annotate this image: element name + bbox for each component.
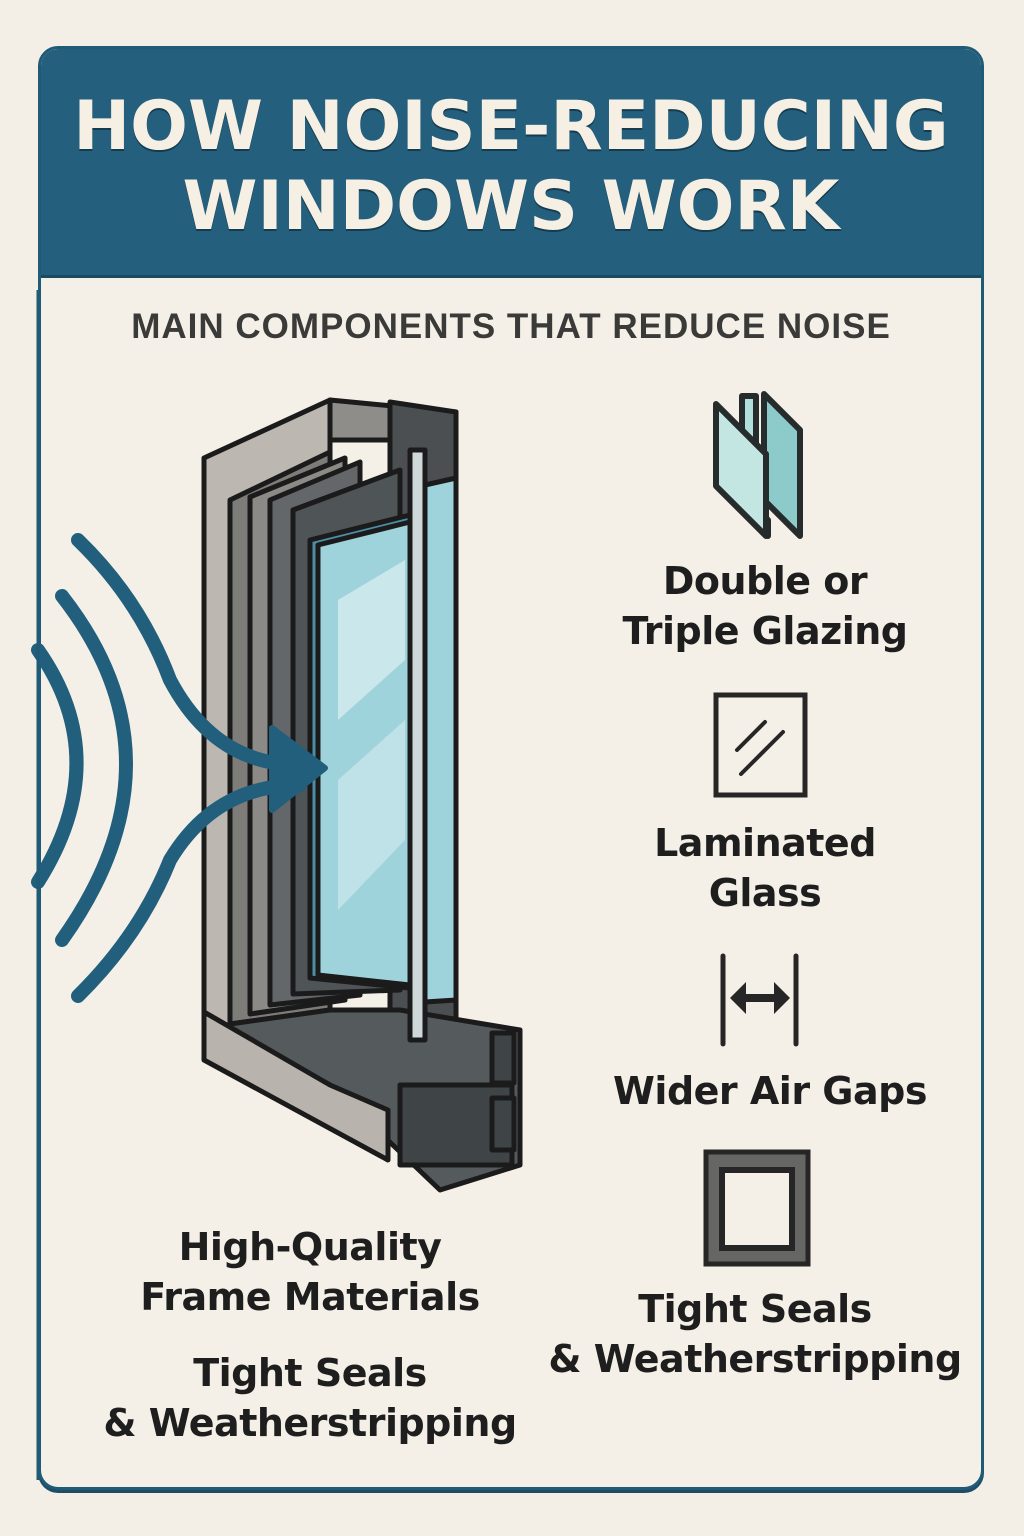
page-title: HOW NOISE-REDUCING WINDOWS WORK (41, 87, 981, 247)
label-tight-seals: Tight Seals & Weatherstripping (103, 1351, 517, 1445)
label-frame-materials: High-Quality Frame Materials (140, 1225, 480, 1319)
seal-frame-icon (703, 1149, 811, 1267)
component-label-seals: Tight Seals & Weatherstripping (548, 1287, 962, 1381)
glazing-panes-icon (713, 391, 803, 539)
infographic-card: HOW NOISE-REDUCING WINDOWS WORK MAIN COM… (38, 46, 984, 1490)
component-label-glazing: Double or Triple Glazing (622, 559, 909, 653)
header-banner: HOW NOISE-REDUCING WINDOWS WORK (41, 49, 981, 278)
air-gap-arrows-icon (720, 953, 799, 1047)
title-line-2: WINDOWS WORK (182, 167, 840, 246)
component-label-laminated: Laminated Glass (654, 821, 876, 915)
sound-arrow-head (269, 725, 328, 813)
title-line-1: HOW NOISE-REDUCING (73, 87, 949, 166)
section-subtitle: MAIN COMPONENTS THAT REDUCE NOISE (131, 307, 891, 346)
component-label-air-gaps: Wider Air Gaps (613, 1069, 927, 1113)
laminated-glass-icon (713, 692, 808, 798)
